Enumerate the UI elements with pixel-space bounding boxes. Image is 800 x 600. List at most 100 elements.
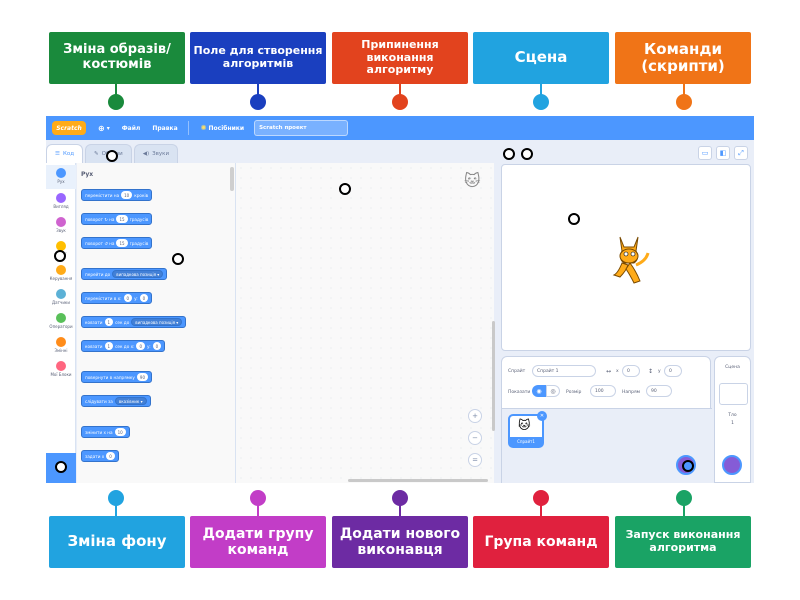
direction-label: Напрям (622, 390, 641, 395)
block-glide-to-xy[interactable]: ковзати 1 сек до x: 0 y: 0 (81, 340, 166, 352)
category-label: Рух (57, 179, 65, 184)
zoom-reset-button[interactable]: = (468, 453, 482, 467)
stage-selector[interactable]: Сцена Тло 1 (714, 356, 751, 483)
sprite-list: 🐱 Спрайт1 ✕ (502, 409, 712, 483)
speaker-icon: ◀) (142, 151, 150, 157)
size-input[interactable]: 100 (590, 385, 616, 397)
zoom-in-button[interactable]: + (468, 409, 482, 423)
lightbulb-icon: ✺ (200, 124, 207, 132)
category-looks[interactable]: Вигляд (46, 190, 76, 214)
block-point-direction[interactable]: повернути в напрямку 90 (81, 371, 152, 383)
marker-costumes-tab (106, 150, 118, 162)
sprite-watermark-icon: 🐱 (464, 171, 481, 190)
callout-block-group: Група команд (473, 516, 609, 568)
category-label: Керування (49, 276, 73, 281)
category-dot (56, 217, 66, 227)
block-categories: Рух Вигляд Звук Події Керування Датчики (46, 163, 76, 453)
block-change-x[interactable]: змінити х на 10 (81, 426, 130, 438)
globe-icon: ⊕ (98, 123, 105, 133)
large-stage-button[interactable]: ◧ (716, 146, 730, 160)
category-motion[interactable]: Рух (46, 165, 76, 189)
menu-bar: Scratch ⊕▾ Файл Правка ✺ Посібники Scrat… (46, 116, 754, 140)
marker-stop (503, 148, 515, 160)
callout-add-extension: Додати групу команд (190, 516, 326, 568)
callout-stem (399, 504, 401, 516)
stage-selector-title: Сцена (725, 365, 740, 370)
cat-thumb-icon: 🐱 (518, 418, 531, 432)
callout-script-area: Поле для створення алгоритмів (190, 32, 326, 84)
callout-dot (250, 490, 266, 506)
callout-stem (399, 84, 401, 96)
sprite-name-input[interactable]: Спрайт 1 (532, 365, 596, 377)
callout-dot (533, 94, 549, 110)
marker-stop (521, 148, 533, 160)
scratch-logo[interactable]: Scratch (52, 121, 86, 135)
backdrops-count: 1 (731, 421, 734, 426)
stage-thumbnail[interactable] (719, 383, 748, 405)
y-label: y (658, 369, 661, 374)
category-variables[interactable]: Змінні (46, 334, 76, 358)
callout-add-sprite: Додати нового виконавця (332, 516, 468, 568)
file-menu[interactable]: Файл (121, 124, 141, 132)
marker-add-sprite (682, 460, 694, 472)
category-dot (56, 265, 66, 275)
category-sensing[interactable]: Датчики (46, 286, 76, 310)
small-stage-button[interactable]: ▭ (698, 146, 712, 160)
marker-palette (172, 253, 184, 265)
y-input[interactable]: 0 (664, 365, 682, 377)
tab-sounds[interactable]: ◀) Звуки (133, 144, 179, 163)
tutorials-menu[interactable]: ✺ Посібники (201, 124, 244, 132)
script-area[interactable]: 🐱 + − = (236, 163, 494, 483)
edit-menu[interactable]: Правка (152, 124, 178, 132)
callout-stem (683, 84, 685, 96)
sprite-thumbnail[interactable]: 🐱 Спрайт1 ✕ (508, 411, 547, 448)
category-label: Мої Блоки (50, 372, 72, 377)
script-vertical-scrollbar[interactable] (492, 321, 495, 431)
category-dot (56, 289, 66, 299)
zoom-out-button[interactable]: − (468, 431, 482, 445)
direction-input[interactable]: 90 (646, 385, 672, 397)
block-point-towards[interactable]: слідувати за вказівник ▾ (81, 395, 151, 407)
block-move-steps[interactable]: перемістити на 10 кроків (81, 189, 153, 201)
tab-code-label: Код (62, 151, 75, 157)
block-set-x[interactable]: задати х 0 (81, 450, 119, 462)
show-visible-button[interactable]: ◉ (532, 385, 546, 397)
block-glide-to[interactable]: ковзати 1 сек до випадкова позиція ▾ (81, 316, 187, 328)
script-horizontal-scrollbar[interactable] (348, 479, 488, 482)
tab-code[interactable]: ☰ Код (46, 144, 84, 163)
palette-scrollbar[interactable] (230, 167, 234, 191)
callout-stem (540, 84, 542, 96)
delete-sprite-icon[interactable]: ✕ (537, 411, 547, 421)
category-operators[interactable]: Оператори (46, 310, 76, 334)
category-my-blocks[interactable]: Мої Блоки (46, 358, 76, 382)
menu-divider (187, 121, 189, 135)
callout-green-flag: Запуск виконання алгоритма (615, 516, 751, 568)
category-dot (56, 361, 66, 371)
block-turn-right[interactable]: поворот ↻ на 15 градусів (81, 213, 153, 225)
block-go-to[interactable]: перейти до випадкова позиція ▾ (81, 268, 168, 280)
callout-stage: Сцена (473, 32, 609, 84)
cat-sprite[interactable] (606, 231, 652, 289)
tutorials-label: Посібники (208, 124, 245, 132)
callout-dot (250, 94, 266, 110)
callout-dot (533, 490, 549, 506)
block-go-to-xy[interactable]: перемістити в x: 0 y: 0 (81, 292, 153, 304)
category-label: Змінні (54, 348, 68, 353)
marker-script-area (339, 183, 351, 195)
y-arrow-icon: ↕ (648, 368, 654, 375)
fullscreen-button[interactable]: ⤢ (734, 146, 748, 160)
stage[interactable] (501, 164, 751, 351)
add-backdrop-button[interactable] (722, 455, 742, 475)
category-control[interactable]: Керування (46, 262, 76, 286)
block-turn-left[interactable]: поворот ↺ на 15 градусів (81, 237, 153, 249)
project-title-input[interactable]: Scratch проект (254, 120, 349, 136)
x-input[interactable]: 0 (622, 365, 640, 377)
show-hidden-button[interactable]: ◎ (546, 385, 560, 397)
category-dot (56, 313, 66, 323)
language-menu[interactable]: ⊕▾ (98, 123, 110, 133)
callout-dot (676, 490, 692, 506)
scratch-editor: Scratch ⊕▾ Файл Правка ✺ Посібники Scrat… (46, 116, 754, 483)
callout-stem (683, 504, 685, 516)
category-sound[interactable]: Звук (46, 214, 76, 238)
callout-stem (257, 504, 259, 516)
